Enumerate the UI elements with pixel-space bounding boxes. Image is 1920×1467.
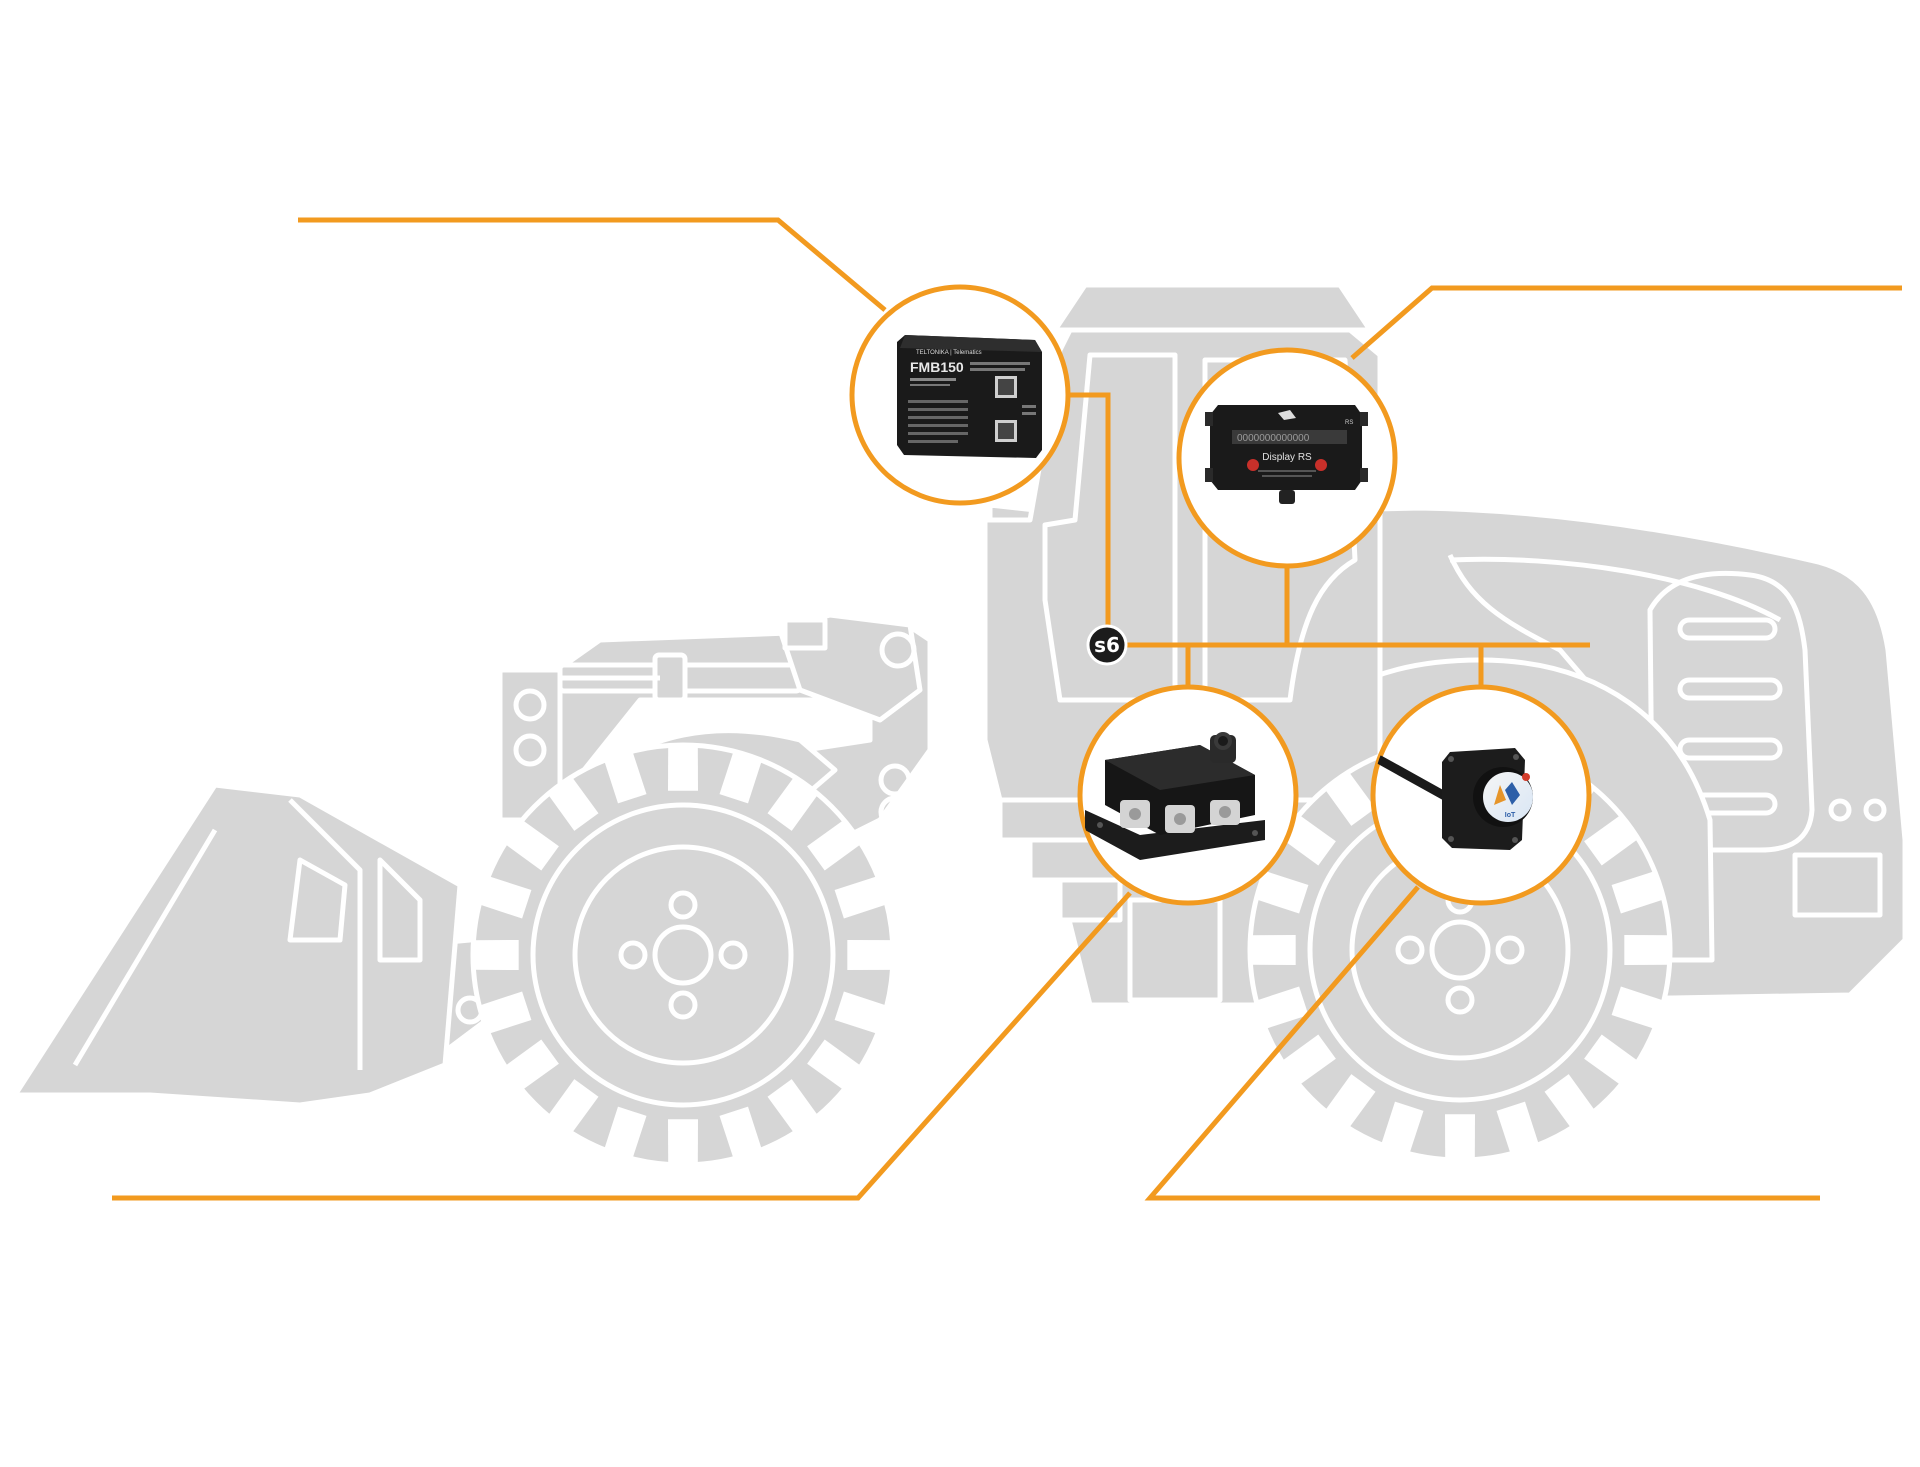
display-button-left xyxy=(1247,459,1259,471)
tread-gap xyxy=(1323,770,1376,826)
hub-label: s6 xyxy=(1094,633,1120,657)
module-device[interactable] xyxy=(1077,684,1299,906)
tread-gap xyxy=(1280,1034,1336,1087)
tread-gap xyxy=(1254,986,1309,1030)
tread-gap xyxy=(603,1106,647,1161)
display-name: Display RS xyxy=(1262,452,1312,463)
sensor-logo: IoT xyxy=(1505,812,1516,819)
tread-gap xyxy=(767,1079,820,1135)
tracker-brand: TELTONIKA | Telematics xyxy=(916,350,982,356)
line-display-callout xyxy=(1350,285,1902,360)
tread-gap xyxy=(767,775,820,831)
can-module-icon xyxy=(1085,732,1265,860)
level-sensor-icon: IoT xyxy=(1375,748,1533,850)
tread-gap xyxy=(546,775,599,831)
tread-gap xyxy=(719,1106,763,1161)
display-device[interactable]: RS 0000000000000 Display RS xyxy=(1176,347,1398,569)
tread-gap xyxy=(477,875,532,919)
tread-gap xyxy=(1445,1114,1475,1162)
tread-gap xyxy=(1496,1101,1540,1156)
tread-gap xyxy=(834,991,889,1035)
display-digits: 0000000000000 xyxy=(1237,433,1310,444)
tread-gap xyxy=(668,1119,698,1167)
tread-gap xyxy=(834,875,889,919)
tread-gap xyxy=(847,940,895,970)
display-button-right xyxy=(1315,459,1327,471)
tread-gap xyxy=(807,1039,863,1092)
hub-node: s6 xyxy=(1086,624,1128,666)
line-tracker-to-hub xyxy=(1068,392,1111,645)
tread-gap xyxy=(503,1039,559,1092)
tread-gap xyxy=(1254,870,1309,914)
display-icon: RS 0000000000000 Display RS xyxy=(1205,405,1368,504)
tread-gap xyxy=(503,818,559,871)
tread-gap xyxy=(546,1079,599,1135)
tread-gap xyxy=(603,749,647,804)
line-sensor-callout xyxy=(1144,885,1820,1201)
line-module-callout xyxy=(112,891,1132,1201)
tread-gap xyxy=(471,940,519,970)
tread-gap xyxy=(719,749,763,804)
tread-gap xyxy=(1544,1074,1597,1130)
tread-gap xyxy=(1323,1074,1376,1130)
tracker-device[interactable]: TELTONIKA | Telematics FMB150 xyxy=(849,284,1071,506)
front-wheel xyxy=(470,742,896,1168)
gps-tracker-icon: TELTONIKA | Telematics FMB150 xyxy=(897,335,1042,458)
tread-gap xyxy=(1584,1034,1640,1087)
display-tag: RS xyxy=(1345,420,1353,426)
tread-gap xyxy=(1280,813,1336,866)
tread-gap xyxy=(477,991,532,1035)
tread-gap xyxy=(1584,813,1640,866)
tread-gap xyxy=(1248,935,1296,965)
tread-gap xyxy=(1611,986,1666,1030)
tread-gap xyxy=(1611,870,1666,914)
sensor-device[interactable]: IoT xyxy=(1370,684,1592,906)
tread-gap xyxy=(807,818,863,871)
tread-gap xyxy=(668,743,698,791)
tread-gap xyxy=(1624,935,1672,965)
tracker-model: FMB150 xyxy=(910,359,964,375)
line-tracker-callout xyxy=(298,217,887,312)
tread-gap xyxy=(1380,1101,1424,1156)
bucket xyxy=(12,782,463,1108)
connector-lines xyxy=(112,217,1902,1201)
